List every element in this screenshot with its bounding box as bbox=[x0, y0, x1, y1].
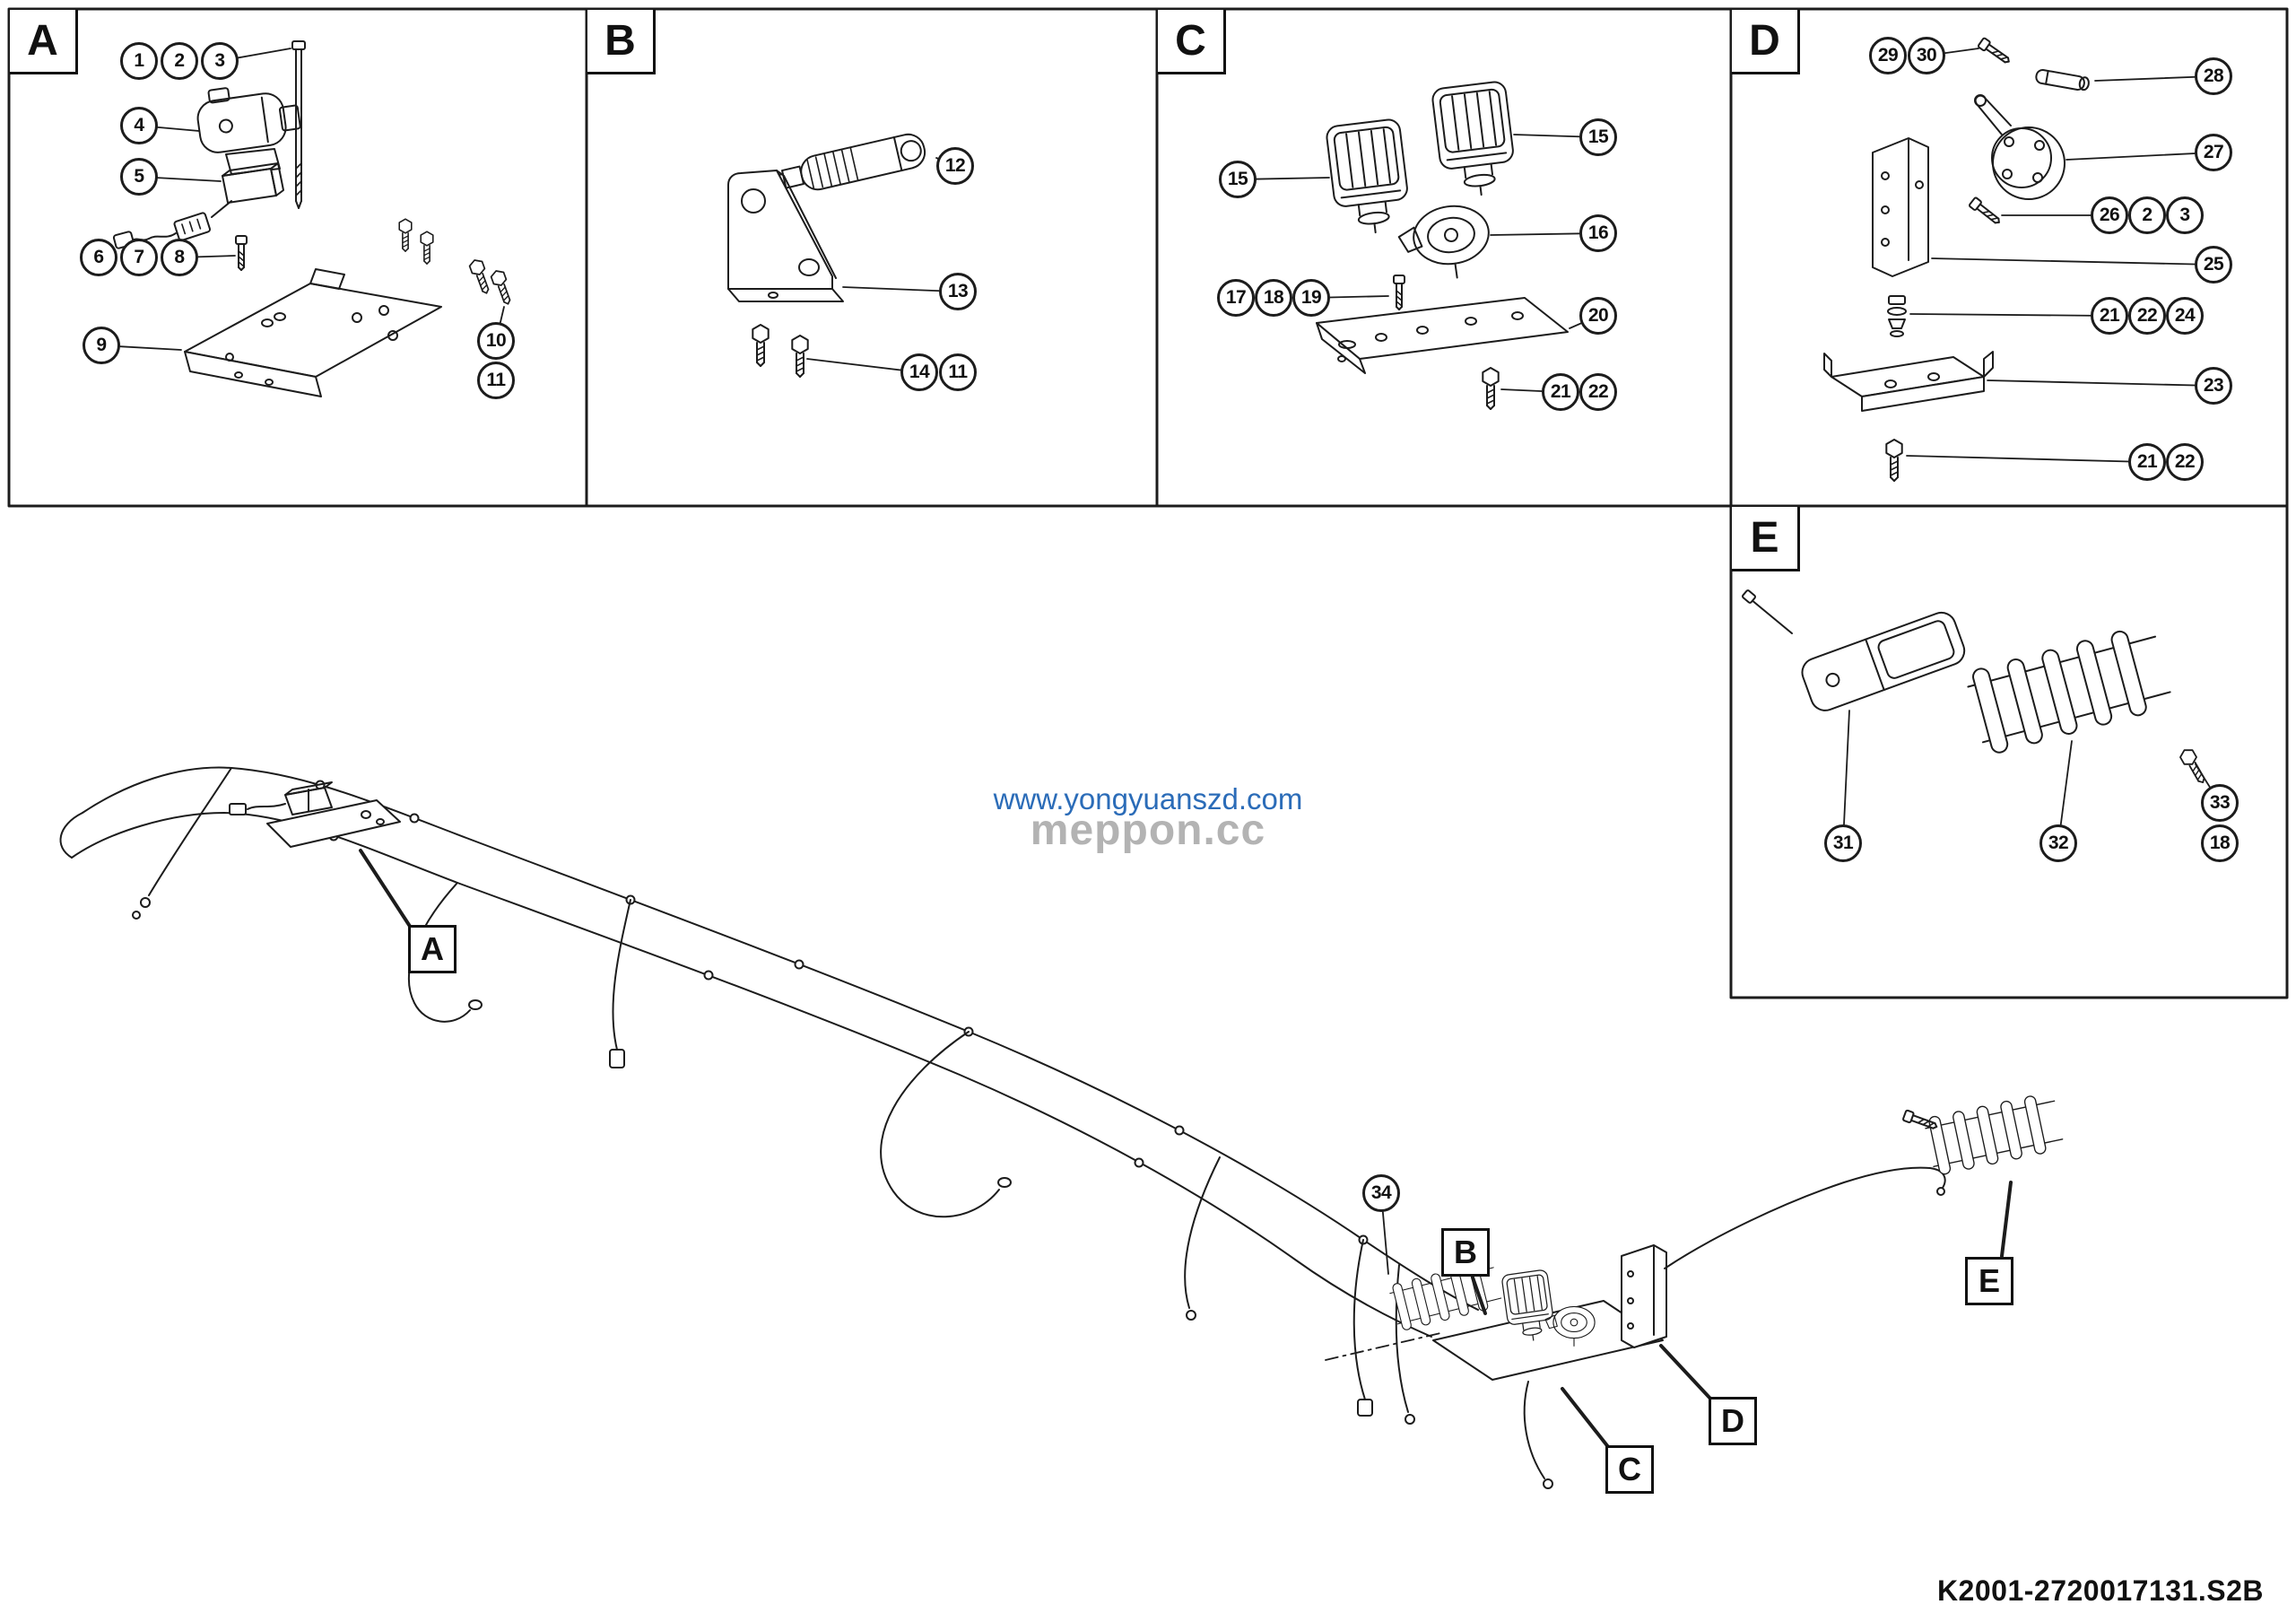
callout-18: 18 bbox=[2201, 824, 2239, 862]
callout-28: 28 bbox=[2195, 57, 2232, 95]
callout-2: 2 bbox=[161, 42, 198, 80]
ref-label-E: E bbox=[1965, 1257, 2013, 1305]
callout-32: 32 bbox=[2039, 824, 2077, 862]
callout-22: 22 bbox=[1579, 373, 1617, 411]
callout-27: 27 bbox=[2195, 134, 2232, 171]
panelC-art bbox=[1316, 80, 1569, 410]
callout-3: 3 bbox=[2166, 196, 2204, 234]
callout-21: 21 bbox=[1542, 373, 1579, 411]
callout-3: 3 bbox=[201, 42, 239, 80]
main-art bbox=[59, 766, 2066, 1489]
callout-24: 24 bbox=[2166, 297, 2204, 335]
callout-29: 29 bbox=[1869, 37, 1907, 74]
callout-10: 10 bbox=[477, 322, 515, 360]
callout-22: 22 bbox=[2128, 297, 2166, 335]
callout-21: 21 bbox=[2091, 297, 2128, 335]
panel-label-D: D bbox=[1732, 10, 1800, 74]
callout-11: 11 bbox=[477, 362, 515, 399]
callout-9: 9 bbox=[83, 327, 120, 364]
callout-26: 26 bbox=[2091, 196, 2128, 234]
ref-label-B: B bbox=[1441, 1228, 1490, 1277]
panel-label-E: E bbox=[1732, 507, 1800, 571]
ref-label-D: D bbox=[1709, 1397, 1757, 1445]
callout-8: 8 bbox=[161, 239, 198, 276]
watermark-url: www.yongyuanszd.com bbox=[993, 782, 1303, 815]
callout-4: 4 bbox=[120, 107, 158, 144]
callout-17: 17 bbox=[1217, 279, 1255, 317]
callout-33: 33 bbox=[2201, 784, 2239, 822]
part-number: K2001-2720017131.S2B bbox=[1936, 1574, 2264, 1607]
callout-34: 34 bbox=[1362, 1174, 1400, 1212]
callout-13: 13 bbox=[939, 273, 977, 310]
panel-label-A: A bbox=[10, 10, 78, 74]
callout-11: 11 bbox=[939, 353, 977, 391]
callout-6: 6 bbox=[80, 239, 117, 276]
callout-12: 12 bbox=[936, 147, 974, 185]
callout-1: 1 bbox=[120, 42, 158, 80]
panelE-art bbox=[1742, 589, 2210, 787]
callout-15: 15 bbox=[1219, 161, 1257, 198]
callout-31: 31 bbox=[1824, 824, 1862, 862]
callout-14: 14 bbox=[900, 353, 938, 391]
panelA-art bbox=[112, 40, 516, 397]
callout-30: 30 bbox=[1908, 37, 1945, 74]
panelB-art bbox=[727, 133, 926, 378]
callout-15: 15 bbox=[1579, 118, 1617, 156]
panel-label-C: C bbox=[1158, 10, 1226, 74]
callout-21: 21 bbox=[2128, 443, 2166, 481]
callout-7: 7 bbox=[120, 239, 158, 276]
callout-18: 18 bbox=[1255, 279, 1292, 317]
callout-5: 5 bbox=[120, 158, 158, 196]
callout-23: 23 bbox=[2195, 367, 2232, 405]
watermark-domain: meppon.cc bbox=[1030, 807, 1266, 854]
panelD-art bbox=[1823, 36, 2090, 482]
callout-25: 25 bbox=[2195, 246, 2232, 283]
callout-20: 20 bbox=[1579, 297, 1617, 335]
callout-19: 19 bbox=[1292, 279, 1330, 317]
ref-label-C: C bbox=[1605, 1445, 1654, 1494]
callout-16: 16 bbox=[1579, 214, 1617, 252]
watermark: www.yongyuanszd.com meppon.cc bbox=[915, 782, 1381, 855]
panel-label-B: B bbox=[587, 10, 656, 74]
callout-22: 22 bbox=[2166, 443, 2204, 481]
ref-label-A: A bbox=[408, 925, 457, 973]
callout-2: 2 bbox=[2128, 196, 2166, 234]
